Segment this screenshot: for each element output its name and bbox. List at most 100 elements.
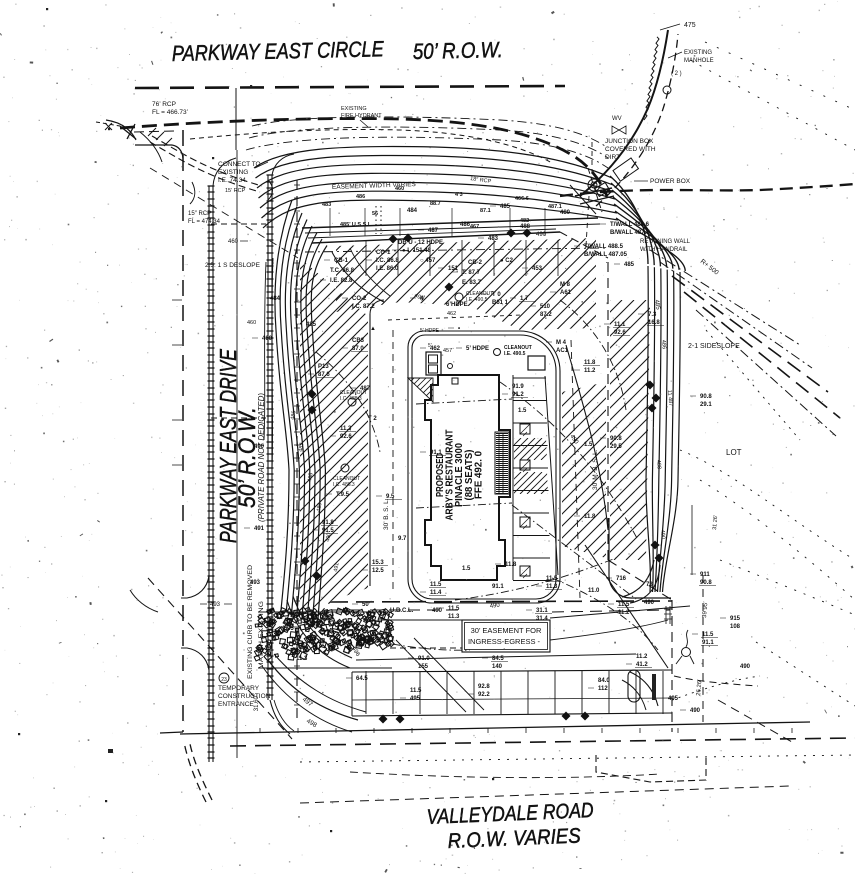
svg-text:(PRIVATE ROAD NOT DEDICATED): (PRIVATE ROAD NOT DEDICATED) <box>257 393 266 522</box>
svg-text:CLEANOUT: CLEANOUT <box>504 345 532 351</box>
svg-text:462: 462 <box>447 311 456 317</box>
svg-text:11.3: 11.3 <box>340 426 352 432</box>
svg-text:466.6: 466.6 <box>515 196 529 202</box>
svg-text:490: 490 <box>644 600 655 606</box>
svg-text:ARBY’S RESTAURANT: ARBY’S RESTAURANT <box>444 429 456 520</box>
svg-text:87.6: 87.6 <box>318 372 330 378</box>
svg-text:15″ RCP: 15″ RCP <box>188 211 211 217</box>
svg-text:498: 498 <box>305 718 318 730</box>
svg-text:CO-2: CO-2 <box>352 296 367 302</box>
svg-text:488: 488 <box>520 224 531 230</box>
svg-text:475: 475 <box>684 22 696 29</box>
svg-text:490: 490 <box>740 664 751 670</box>
svg-text:84.0: 84.0 <box>598 678 610 684</box>
svg-text:11.3: 11.3 <box>296 656 308 662</box>
svg-text:I.E. 86.0: I.E. 86.0 <box>376 266 399 272</box>
svg-text:491: 491 <box>333 562 341 572</box>
svg-text:1.5: 1.5 <box>518 408 527 414</box>
svg-text:915: 915 <box>730 616 741 622</box>
svg-text:490: 490 <box>254 444 265 450</box>
svg-text:91.8: 91.8 <box>322 520 334 526</box>
svg-text:11.0: 11.0 <box>588 588 600 594</box>
svg-text:490: 490 <box>536 232 547 238</box>
svg-text:457: 457 <box>443 348 452 354</box>
svg-text:16.8: 16.8 <box>648 320 660 326</box>
svg-text:50’ R.O.W.: 50’ R.O.W. <box>413 37 504 64</box>
svg-text:453: 453 <box>532 266 543 272</box>
svg-text:CB3: CB3 <box>352 338 365 344</box>
svg-text:W/TH HANDRAIL: W/TH HANDRAIL <box>640 247 688 253</box>
svg-text:485: 485 <box>500 204 511 210</box>
svg-text:462: 462 <box>430 346 441 352</box>
svg-text:11.5: 11.5 <box>546 576 558 582</box>
svg-text:○ 457: ○ 457 <box>420 258 436 264</box>
svg-text:11.5: 11.5 <box>448 606 460 612</box>
svg-text:31.1: 31.1 <box>536 608 548 614</box>
svg-text:483: 483 <box>322 202 331 208</box>
svg-text:140: 140 <box>492 664 503 670</box>
svg-text:485: 485 <box>306 322 317 328</box>
svg-text:I.E. 490.5: I.E. 490.5 <box>504 351 526 357</box>
svg-text:15.3: 15.3 <box>372 560 384 566</box>
svg-text:EXISTING: EXISTING <box>341 106 367 112</box>
svg-text:1.7: 1.7 <box>520 296 529 302</box>
svg-text:26.26’: 26.26’ <box>696 679 703 696</box>
svg-text:151: 151 <box>448 266 459 272</box>
svg-text:11.5: 11.5 <box>296 648 308 654</box>
svg-text:INGRESS-EGRESS -: INGRESS-EGRESS - <box>468 637 541 646</box>
svg-text:EXISTING CURB TO BE REMOVED: EXISTING CURB TO BE REMOVED <box>247 565 254 679</box>
svg-text:487.1: 487.1 <box>548 204 562 210</box>
svg-text:12.5: 12.5 <box>372 568 384 574</box>
svg-text:4’3: 4’3 <box>455 192 463 198</box>
svg-text:87.2: 87.2 <box>540 312 552 318</box>
svg-text:11.2: 11.2 <box>618 610 630 616</box>
svg-text:T.C. 86.8: T.C. 86.8 <box>330 268 355 274</box>
svg-text:11.2: 11.2 <box>584 368 596 374</box>
svg-text:488: 488 <box>307 472 315 482</box>
svg-text:41.2: 41.2 <box>636 662 648 668</box>
svg-text:31.4: 31.4 <box>536 616 548 622</box>
svg-text:490: 490 <box>432 608 443 614</box>
svg-text:90.8: 90.8 <box>700 580 712 586</box>
svg-text:493: 493 <box>250 580 261 586</box>
svg-text:108: 108 <box>730 624 741 630</box>
svg-text:(88 SEATS): (88 SEATS) <box>463 450 475 501</box>
svg-text:TEMPORARY: TEMPORARY <box>218 685 260 692</box>
svg-text:FL = 466.73’: FL = 466.73’ <box>152 109 189 116</box>
svg-text:467: 467 <box>470 224 479 230</box>
svg-text:484: 484 <box>270 296 281 302</box>
svg-text:488: 488 <box>655 460 662 470</box>
svg-text:73: 73 <box>646 582 653 588</box>
svg-text:460: 460 <box>247 320 256 326</box>
svg-text:2.5: 1 S DESLOPE: 2.5: 1 S DESLOPE <box>205 262 261 269</box>
svg-text:I.C. 488.3: I.C. 488.3 <box>340 396 362 402</box>
svg-text:15’ RCP: 15’ RCP <box>225 188 246 194</box>
svg-text:U.B.C.L.: U.B.C.L. <box>390 608 414 614</box>
svg-text:MANHOLE: MANHOLE <box>684 58 714 64</box>
svg-text:( 2 ): ( 2 ) <box>671 71 682 77</box>
svg-text:11.4: 11.4 <box>430 590 442 596</box>
svg-text:460: 460 <box>395 186 404 192</box>
svg-text:EASEMENT WIDTH VARIES: EASEMENT WIDTH VARIES <box>332 181 417 191</box>
svg-text:T/WALL 488.6: T/WALL 488.6 <box>610 222 650 228</box>
svg-text:491: 491 <box>254 526 265 532</box>
svg-text:64.5: 64.5 <box>356 676 368 682</box>
svg-text:30’ B. S. L.: 30’ B. S. L. <box>383 498 390 530</box>
svg-text:9.5: 9.5 <box>386 494 395 500</box>
svg-text:CB-2: CB-2 <box>468 260 483 266</box>
svg-text:11.8: 11.8 <box>584 514 596 520</box>
svg-text:91.9: 91.9 <box>512 384 524 390</box>
svg-text:EXISTING: EXISTING <box>218 169 248 176</box>
svg-text:911: 911 <box>700 572 710 578</box>
svg-text:M 4: M 4 <box>556 340 567 346</box>
svg-text:I.C. 486.3: I.C. 486.3 <box>333 482 355 488</box>
svg-text:112: 112 <box>598 686 608 692</box>
svg-text:91.1: 91.1 <box>702 640 714 646</box>
svg-text:31 26’: 31 26’ <box>712 515 719 530</box>
svg-text:29.5: 29.5 <box>610 444 622 450</box>
svg-text:7.3: 7.3 <box>648 312 657 318</box>
svg-text:480: 480 <box>560 210 571 216</box>
svg-text:B61 1: B61 1 <box>492 300 509 306</box>
svg-text:6’HDPE: 6’HDPE <box>446 302 468 308</box>
svg-text:487: 487 <box>298 442 306 452</box>
